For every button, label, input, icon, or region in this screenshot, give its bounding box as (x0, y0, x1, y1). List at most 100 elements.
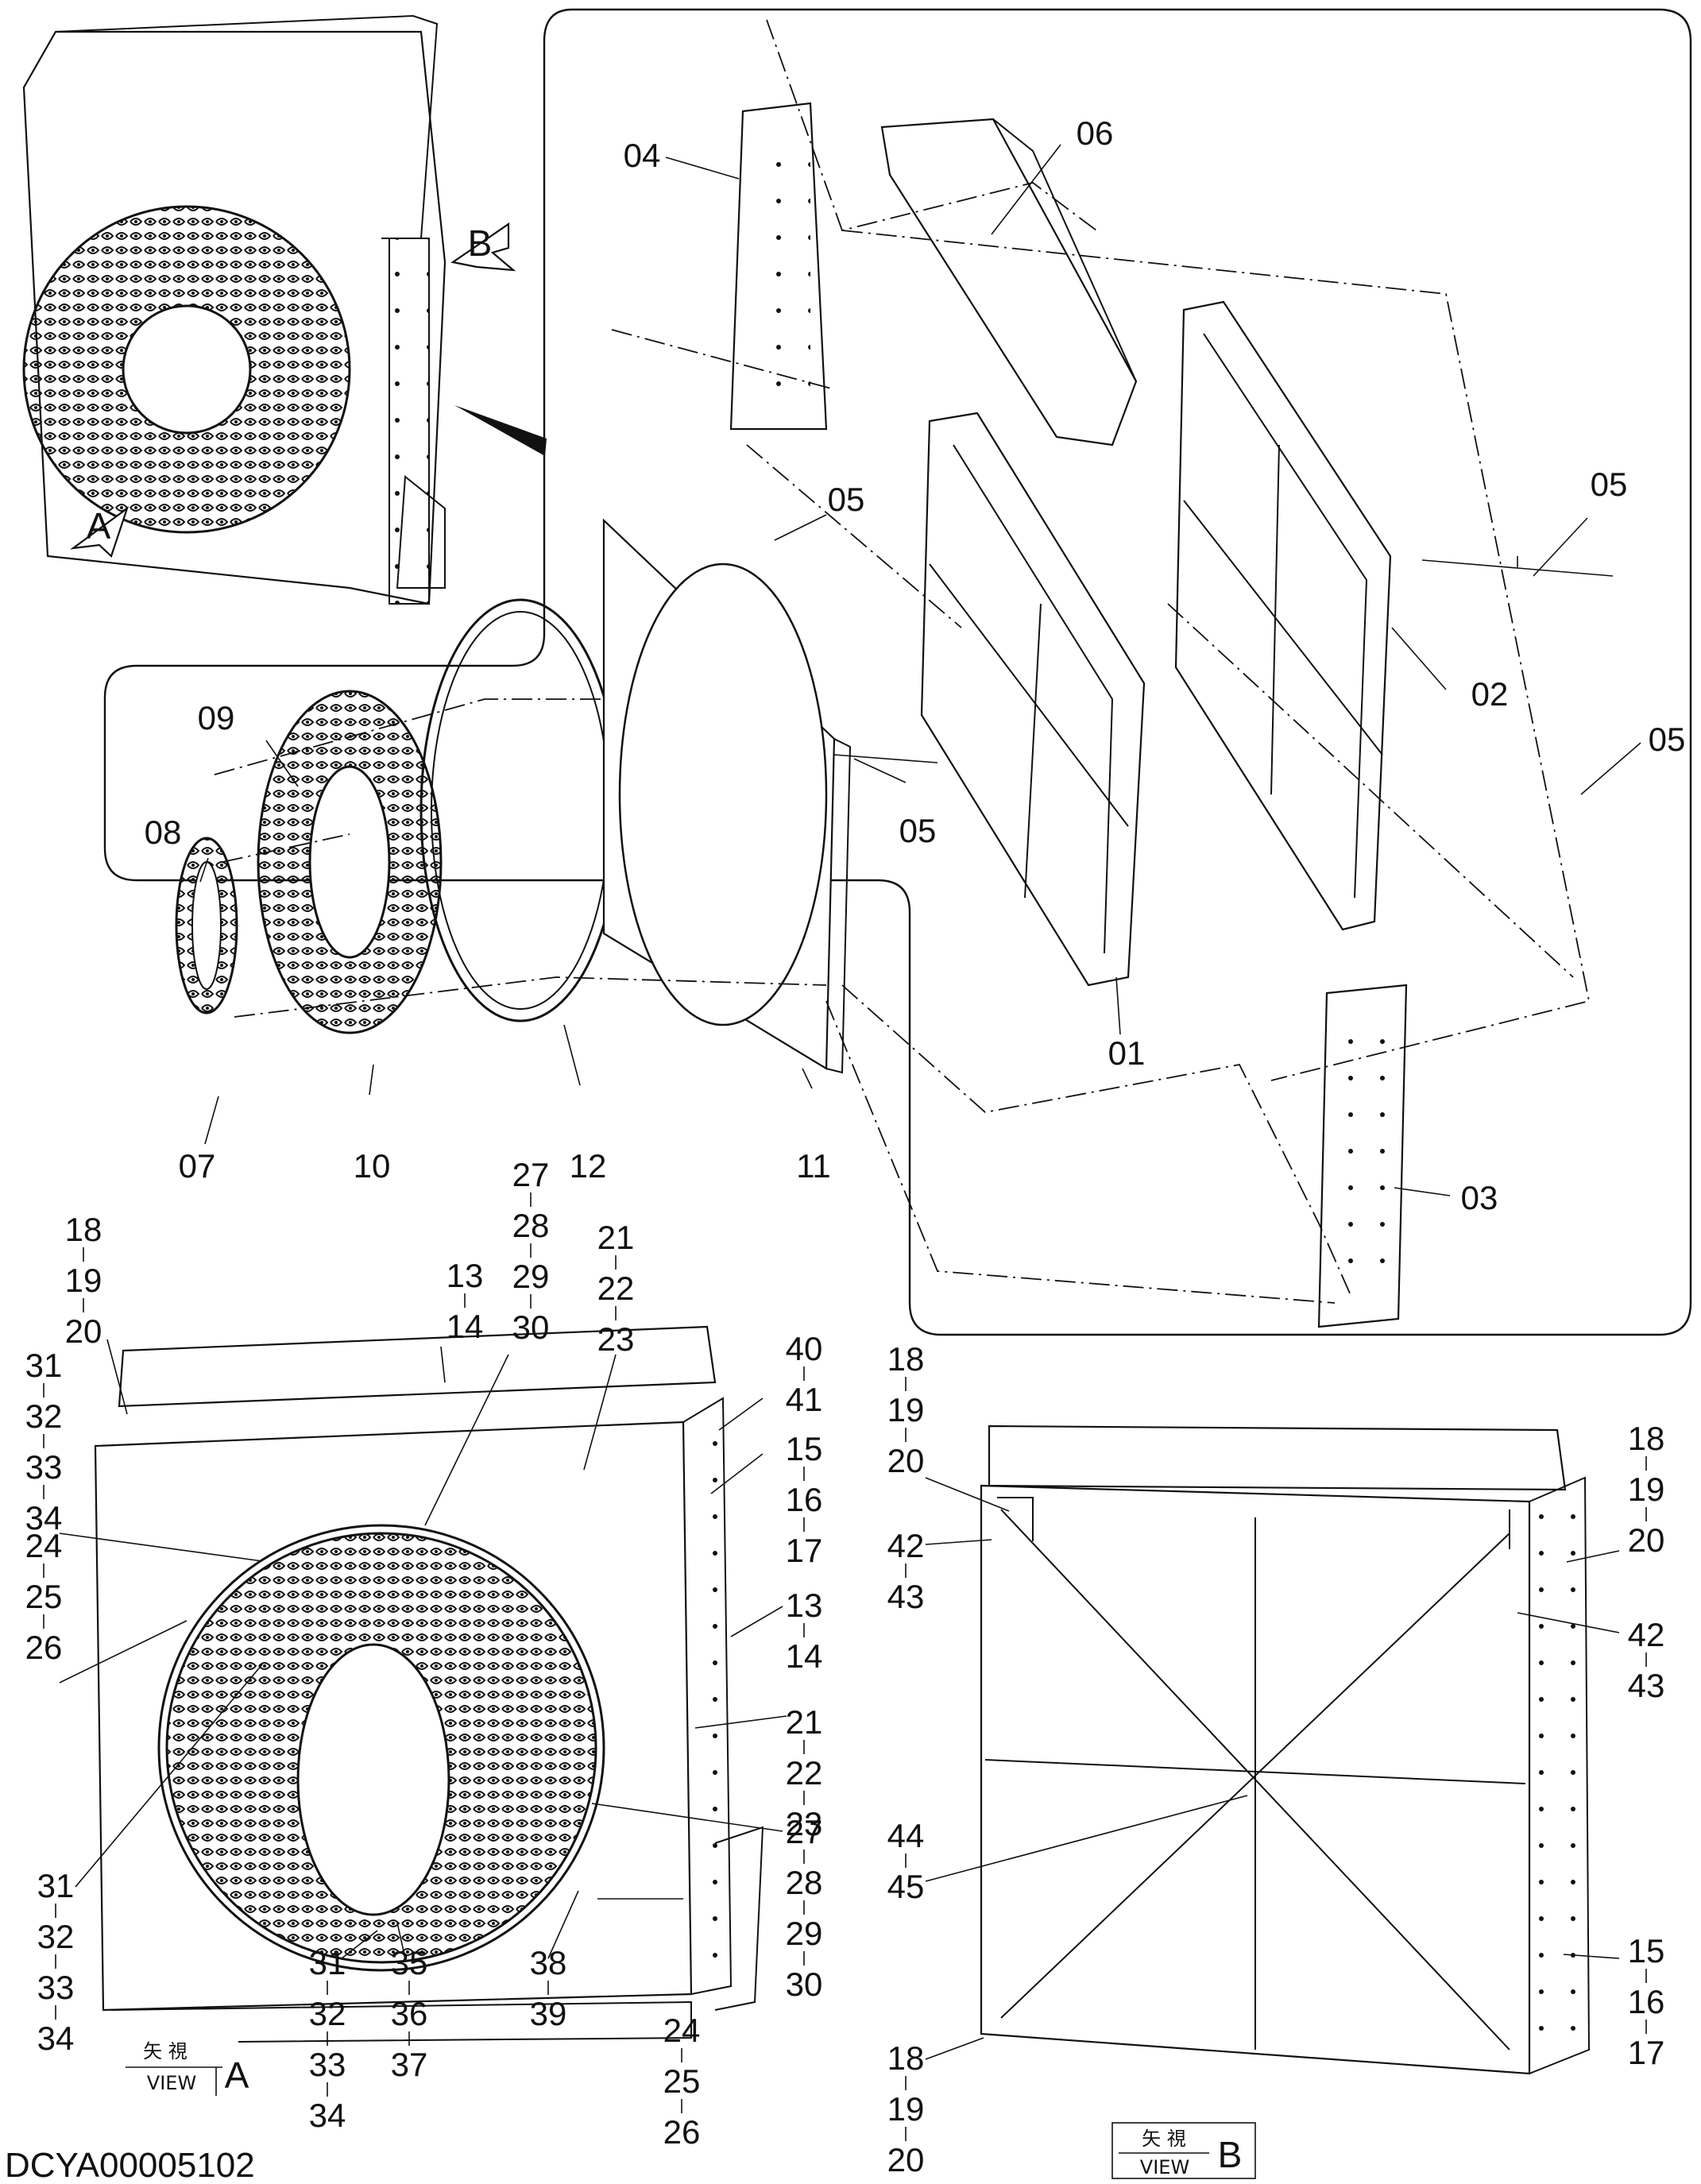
callout-number: 43 (887, 1578, 925, 1615)
callout-number: 37 (391, 2046, 428, 2083)
callout-number: 29 (512, 1258, 550, 1295)
callout-number: 36 (391, 1995, 428, 2032)
leader-lines (59, 144, 1641, 2060)
view-label-b-word: VIEW (1140, 2156, 1189, 2178)
view-label-a-word: VIEW (147, 2072, 196, 2094)
callout-number: 14 (447, 1308, 484, 1345)
callout-number: 27 (512, 1156, 550, 1193)
callout-number: 29 (786, 1915, 823, 1952)
callout-number: 31 (309, 1944, 346, 1981)
callout-number: 32 (25, 1397, 63, 1435)
callout-number: 16 (1628, 1983, 1665, 2020)
callout-number: 26 (663, 2113, 701, 2151)
callout-stack: 15 16 17 (1628, 1932, 1665, 2071)
callout-05: 05 (1591, 466, 1628, 503)
callout-number: 20 (887, 2141, 925, 2178)
callout-number: 34 (309, 2097, 346, 2134)
harness-05 (833, 556, 1614, 763)
callout-number: 21 (786, 1703, 823, 1741)
callout-number: 13 (447, 1257, 484, 1294)
callout-number: 43 (1628, 1667, 1665, 1704)
view-label-b-letter: B (1218, 2134, 1243, 2175)
callout-number: 22 (786, 1754, 823, 1792)
callout-number: 20 (887, 1442, 925, 1479)
callout-11: 11 (796, 1147, 831, 1185)
callout-number: 22 (597, 1270, 635, 1307)
callout-number: 38 (530, 1944, 567, 1981)
callout-number: 33 (25, 1448, 63, 1486)
view-label-a-letter: A (225, 2055, 249, 2096)
callout-number: 33 (309, 2046, 346, 2083)
callout-number: 19 (1628, 1471, 1665, 1508)
callout-number: 25 (25, 1578, 63, 1615)
callout-number: 23 (597, 1320, 635, 1358)
callout-number: 15 (1628, 1932, 1665, 1969)
callout-number: 30 (786, 1966, 823, 2003)
callout-number: 32 (37, 1918, 75, 1955)
callout-06: 06 (1077, 114, 1114, 152)
callout-number: 32 (309, 1995, 346, 2032)
view-label-b: 矢 視 VIEW B (1111, 2122, 1256, 2179)
drawing-code: DCYA00005102 (5, 2146, 255, 2184)
callouts: 04 06 05 05 02 05 05 01 03 09 08 07 10 1… (145, 114, 1686, 1216)
exploded-view-frame (103, 8, 1692, 1336)
callout-number: 16 (786, 1481, 823, 1518)
view-label-a-kanji: 矢 視 (143, 2040, 187, 2062)
view-label-b-kanji: 矢 視 (1142, 2128, 1186, 2150)
callout-number: 26 (25, 1629, 63, 1666)
callout-07: 07 (179, 1147, 216, 1185)
callout-number: 18 (1628, 1420, 1665, 1457)
callout-05: 05 (828, 481, 865, 518)
callout-number: 17 (786, 1532, 823, 1569)
callout-wedge (454, 405, 547, 456)
callout-number: 14 (786, 1637, 823, 1675)
callout-number: 39 (530, 1995, 567, 2032)
callout-number: 23 (786, 1805, 823, 1842)
fan-guard (257, 690, 443, 1034)
callout-number: 35 (391, 1944, 428, 1981)
svg-text:A: A (87, 505, 111, 547)
callout-number: 19 (65, 1262, 102, 1299)
callout-number: 24 (25, 1527, 63, 1564)
callout-number: 41 (786, 1381, 823, 1418)
shroud-plate (602, 518, 852, 1074)
left-bracket (729, 102, 828, 431)
rear-assembly-view-b (980, 1424, 1591, 2075)
shroud-ring (419, 598, 621, 1022)
callout-number: 30 (512, 1308, 550, 1346)
callout-stack: 21 22 23 (786, 1703, 823, 1842)
radiator-core-01 (920, 412, 1146, 987)
callout-02: 02 (1471, 675, 1509, 713)
assembly-guide-lines (214, 19, 1591, 1304)
svg-text:B: B (468, 222, 493, 264)
right-bracket (1317, 984, 1408, 1328)
callout-number: 42 (1628, 1616, 1665, 1653)
callout-number: 18 (887, 2039, 925, 2077)
upper-tank (880, 118, 1138, 446)
callout-stack: 24 25 26 (25, 1527, 63, 1666)
view-arrow-b: B (450, 222, 516, 272)
callout-12: 12 (570, 1147, 607, 1185)
callout-09: 09 (198, 699, 235, 736)
callout-number: 15 (786, 1430, 823, 1467)
callout-number: 28 (786, 1864, 823, 1901)
callout-number: 17 (1628, 2034, 1665, 2071)
callout-05: 05 (1649, 721, 1686, 758)
callout-number: 34 (25, 1499, 63, 1537)
